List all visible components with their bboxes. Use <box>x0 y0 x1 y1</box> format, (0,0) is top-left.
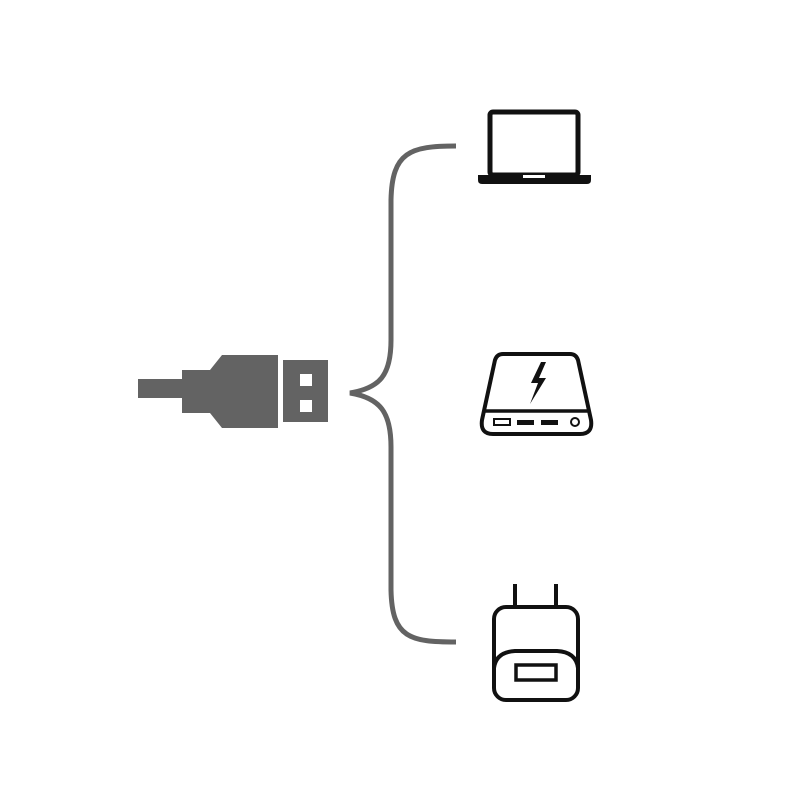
curly-brace-connector <box>349 143 457 645</box>
power-bank-icon <box>479 352 594 436</box>
wall-charger-icon <box>492 584 580 702</box>
usb-a-plug-icon <box>138 355 328 428</box>
laptop-icon <box>478 109 591 184</box>
